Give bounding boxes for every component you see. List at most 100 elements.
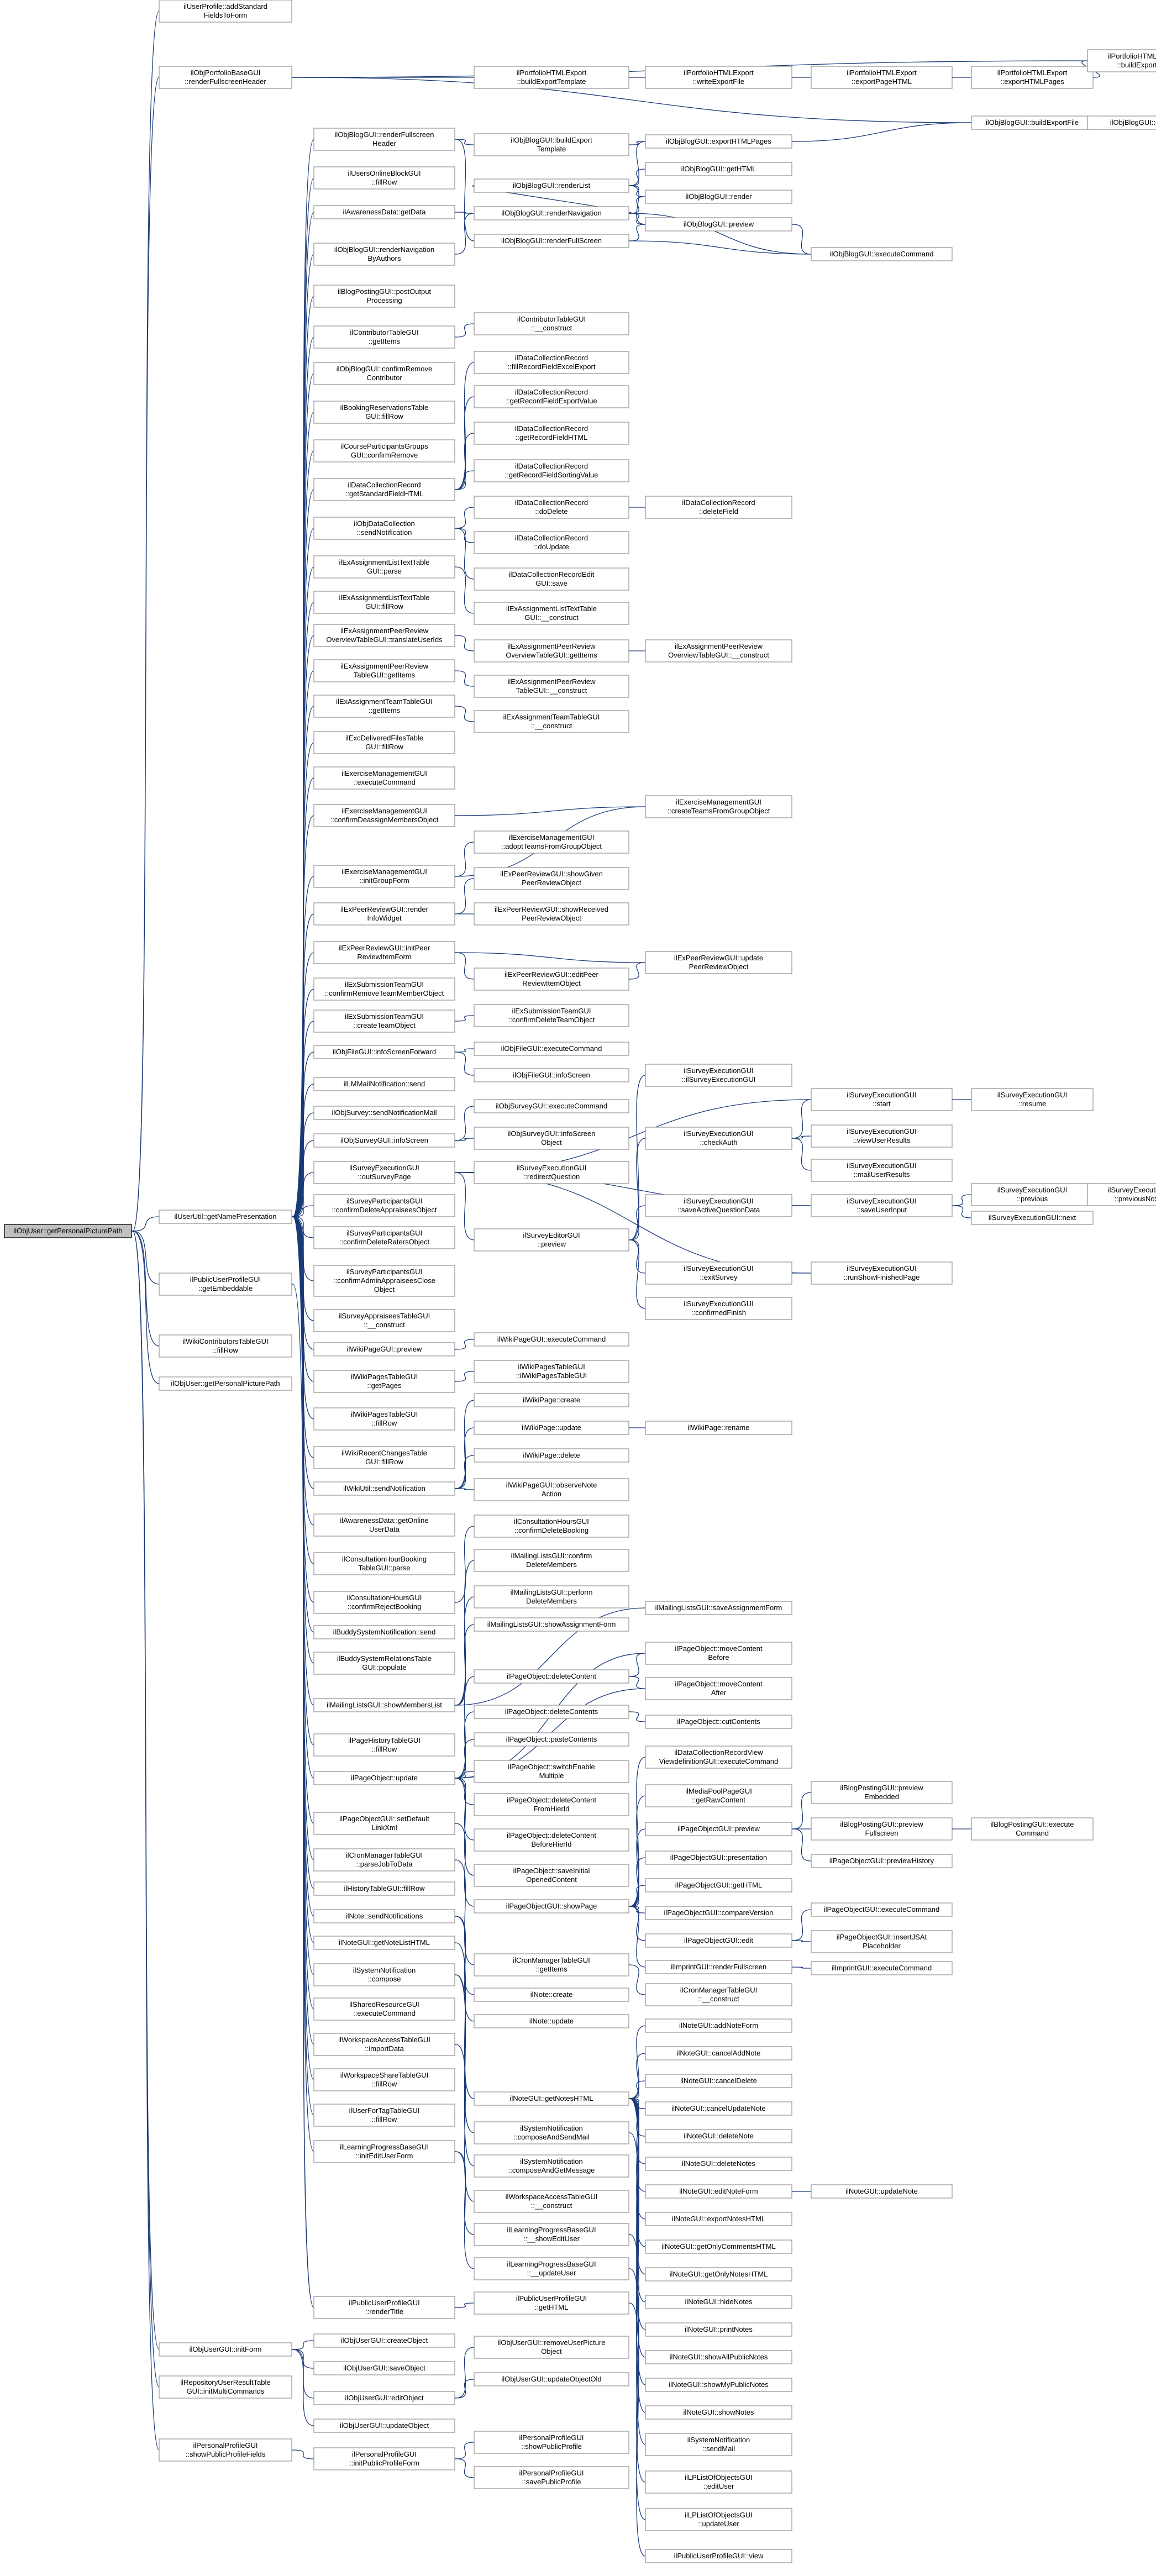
function-node[interactable]: ilSurveyExecutionGUI::viewUserResults: [811, 1124, 953, 1148]
function-node[interactable]: ilSystemNotification::composeAndSendMail: [474, 2121, 629, 2144]
function-node[interactable]: ilObjBlogGUI::renderList: [474, 178, 629, 193]
function-node[interactable]: ilConsultationHoursGUI::confirmRejectBoo…: [313, 1591, 455, 1614]
function-node[interactable]: ilSurveyAppraiseesTableGUI::__construct: [313, 1309, 455, 1332]
function-node[interactable]: ilSystemNotification::compose: [313, 1963, 455, 1986]
function-node[interactable]: ilObjBlogGUI::renderNavigation: [474, 206, 629, 220]
function-node[interactable]: ilNote::create: [474, 1988, 629, 2002]
function-node[interactable]: ilPageObject::deleteContent: [474, 1669, 629, 1684]
function-node[interactable]: ilSurveyParticipantsGUI::confirmDeleteRa…: [313, 1226, 455, 1249]
function-node[interactable]: ilExAssignmentPeerReviewTableGUI::__cons…: [474, 675, 629, 698]
function-node[interactable]: ilWorkspaceAccessTableGUI::importData: [313, 2033, 455, 2056]
function-node[interactable]: ilObjUserGUI::updateObjectOld: [474, 2372, 629, 2386]
function-node[interactable]: ilExAssignmentListTextTableGUI::__constr…: [474, 602, 629, 625]
function-node[interactable]: ilWikiPagesTableGUI::fillRow: [313, 1407, 455, 1431]
function-node[interactable]: ilNoteGUI::editNoteForm: [645, 2184, 792, 2199]
function-node[interactable]: ilBuddySystemNotification::send: [313, 1625, 455, 1639]
function-node[interactable]: ilPageObjectGUI::executeCommand: [811, 1902, 953, 1917]
function-node[interactable]: ilPublicUserProfileGUI::renderTitle: [313, 2296, 455, 2319]
function-node[interactable]: ilObjFileGUI::infoScreen: [474, 1068, 629, 1082]
function-node[interactable]: ilObjBlogGUI::renderFullscreenHeader: [313, 128, 455, 151]
function-node[interactable]: ilLearningProgressBaseGUI::__updateUser: [474, 2257, 629, 2280]
function-node[interactable]: ilNoteGUI::cancelDelete: [645, 2074, 792, 2088]
function-node[interactable]: ilWikiPage::create: [474, 1393, 629, 1407]
function-node[interactable]: ilSurveyExecutionGUI::start: [811, 1088, 953, 1111]
function-node[interactable]: ilPageObjectGUI::compareVersion: [645, 1906, 792, 1920]
function-node[interactable]: ilPortfolioHTMLExport::exportPageHTML: [811, 66, 953, 89]
function-node[interactable]: ilSurveyExecutionGUI::resume: [971, 1088, 1094, 1111]
function-node[interactable]: ilSurveyExecutionGUI::saveUserInput: [811, 1194, 953, 1217]
function-node[interactable]: ilDataCollectionRecord::getStandardField…: [313, 478, 455, 501]
function-node[interactable]: ilSurveyEditorGUI::preview: [474, 1228, 629, 1252]
function-node[interactable]: ilWikiPageGUI::preview: [313, 1342, 455, 1357]
function-node[interactable]: ilObjUserGUI::editObject: [313, 2391, 455, 2405]
function-node[interactable]: ilMediaPoolPageGUI::getRawContent: [645, 1784, 792, 1807]
function-node[interactable]: ilPortfolioHTMLExport::exportHTMLPages: [971, 66, 1094, 89]
function-node[interactable]: ilExAssignmentPeerReviewOverviewTableGUI…: [474, 639, 629, 663]
function-node[interactable]: ilDataCollectionRecordViewViewdefinition…: [645, 1746, 792, 1769]
function-node[interactable]: ilNoteGUI::cancelAddNote: [645, 2046, 792, 2060]
function-node[interactable]: ilImprintGUI::executeCommand: [811, 1961, 953, 1975]
function-node[interactable]: ilAwarenessData::getData: [313, 205, 455, 219]
function-node[interactable]: ilWorkspaceShareTableGUI::fillRow: [313, 2068, 455, 2091]
function-node[interactable]: ilLearningProgressBaseGUI::__showEditUse…: [474, 2223, 629, 2246]
function-node[interactable]: ilNoteGUI::getNotesHTML: [474, 2091, 629, 2106]
function-node[interactable]: ilNote::update: [474, 2014, 629, 2028]
function-node[interactable]: ilExSubmissionTeamGUI::confirmRemoveTeam…: [313, 977, 455, 1001]
function-node[interactable]: ilSurveyExecutionGUI::outSurveyPage: [313, 1161, 455, 1184]
function-node[interactable]: ilCronManagerTableGUI::getItems: [474, 1953, 629, 1976]
function-node[interactable]: ilPageObject::deleteContents: [474, 1705, 629, 1719]
function-node[interactable]: ilSurveyExecutionGUI::next: [971, 1211, 1094, 1225]
function-node[interactable]: ilObjBlogGUI::getHTML: [645, 162, 792, 176]
function-node[interactable]: ilExPeerReviewGUI::showGivenPeerReviewOb…: [474, 867, 629, 890]
function-node[interactable]: ilSystemNotification::sendMail: [645, 2433, 792, 2456]
function-node[interactable]: ilNoteGUI::getNoteListHTML: [313, 1936, 455, 1950]
function-node[interactable]: ilExAssignmentTeamTableGUI::__construct: [474, 710, 629, 733]
function-node[interactable]: ilMailingListsGUI::showMembersList: [313, 1698, 455, 1712]
function-node[interactable]: ilObjUser::getPersonalPicturePath: [159, 1376, 292, 1391]
function-node[interactable]: ilPageObjectGUI::getHTML: [645, 1878, 792, 1892]
function-node[interactable]: ilPersonalProfileGUI::initPublicProfileF…: [313, 2447, 455, 2470]
function-node[interactable]: ilContributorTableGUI::getItems: [313, 325, 455, 349]
function-node[interactable]: ilContributorTableGUI::__construct: [474, 312, 629, 335]
function-node[interactable]: ilDataCollectionRecord::doUpdate: [474, 531, 629, 554]
function-node[interactable]: ilPersonalProfileGUI::showPublicProfile: [474, 2431, 629, 2454]
function-node[interactable]: ilObjBlogGUI::export: [1087, 115, 1156, 130]
function-node[interactable]: ilPageHistoryTableGUI::fillRow: [313, 1733, 455, 1757]
function-node[interactable]: ilDataCollectionRecord::getRecordFieldHT…: [474, 422, 629, 445]
function-node[interactable]: ilPublicUserProfileGUI::getEmbeddable: [159, 1273, 292, 1296]
function-node[interactable]: ilWikiUtil::sendNotification: [313, 1481, 455, 1496]
function-node[interactable]: ilExAssignmentPeerReviewOverviewTableGUI…: [645, 639, 792, 663]
function-node[interactable]: ilObjBlogGUI::renderFullScreen: [474, 234, 629, 248]
function-node[interactable]: ilCronManagerTableGUI::__construct: [645, 1983, 792, 2006]
function-node[interactable]: ilPublicUserProfileGUI::getHTML: [474, 2291, 629, 2315]
function-node[interactable]: ilSurveyExecutionGUI::mailUserResults: [811, 1159, 953, 1182]
function-node[interactable]: ilHistoryTableGUI::fillRow: [313, 1881, 455, 1896]
function-node[interactable]: ilNoteGUI::showNotes: [645, 2405, 792, 2420]
function-node[interactable]: ilLPListOfObjectsGUI::editUser: [645, 2470, 792, 2494]
function-node[interactable]: ilDataCollectionRecord::doDelete: [474, 496, 629, 519]
function-node[interactable]: ilNoteGUI::hideNotes: [645, 2295, 792, 2309]
function-node[interactable]: ilCronManagerTableGUI::parseJobToData: [313, 1848, 455, 1871]
function-node[interactable]: ilNoteGUI::showAllPublicNotes: [645, 2350, 792, 2364]
function-node[interactable]: ilUserForTagTableGUI::fillRow: [313, 2104, 455, 2127]
function-node[interactable]: ilConsultationHoursGUI::confirmDeleteBoo…: [474, 1515, 629, 1538]
function-node[interactable]: ilDataCollectionRecord::getRecordFieldEx…: [474, 385, 629, 408]
function-node[interactable]: ilPersonalProfileGUI::showPublicProfileF…: [159, 2438, 292, 2462]
function-node[interactable]: ilPageObjectGUI::showPage: [474, 1899, 629, 1913]
